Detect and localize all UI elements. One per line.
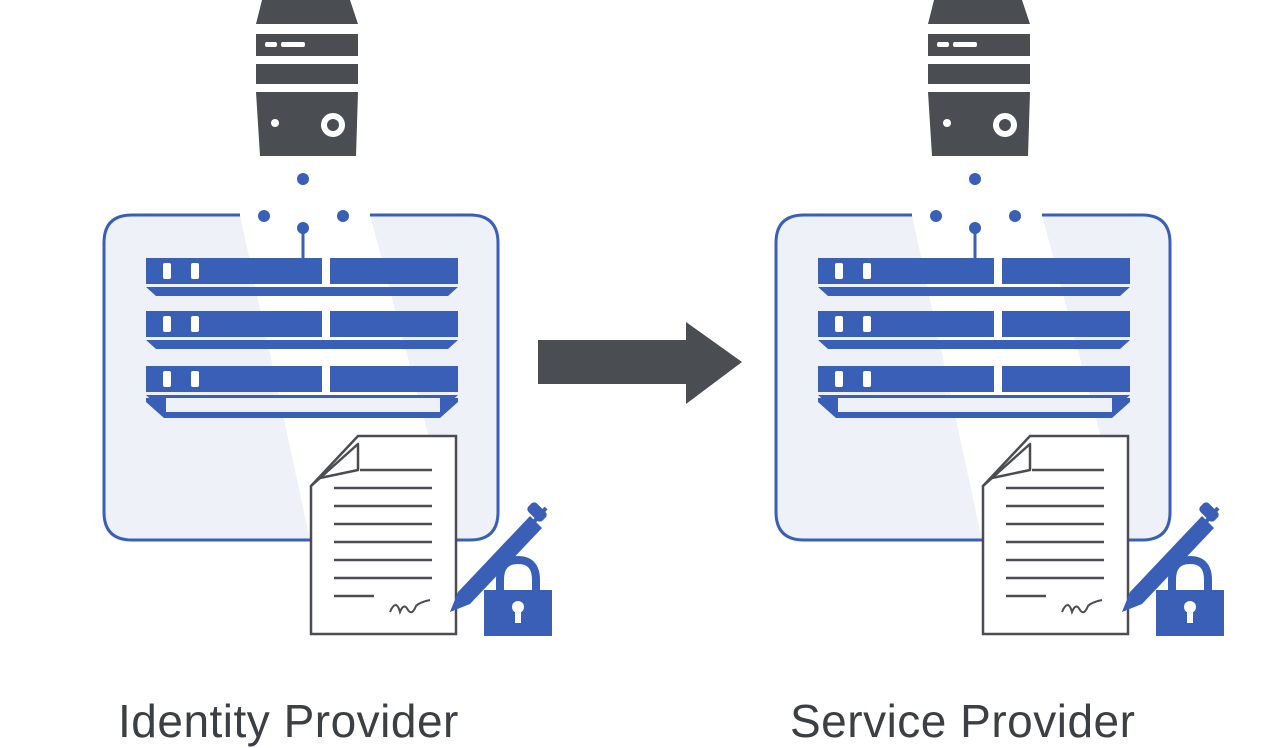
- identity-provider-node: [104, 0, 552, 636]
- identity-provider-label: Identity Provider: [118, 695, 459, 747]
- service-provider-node: [776, 0, 1224, 636]
- arrow-right-icon: [538, 322, 742, 404]
- service-provider-label: Service Provider: [790, 695, 1136, 747]
- saml-flow-diagram: [0, 0, 1280, 720]
